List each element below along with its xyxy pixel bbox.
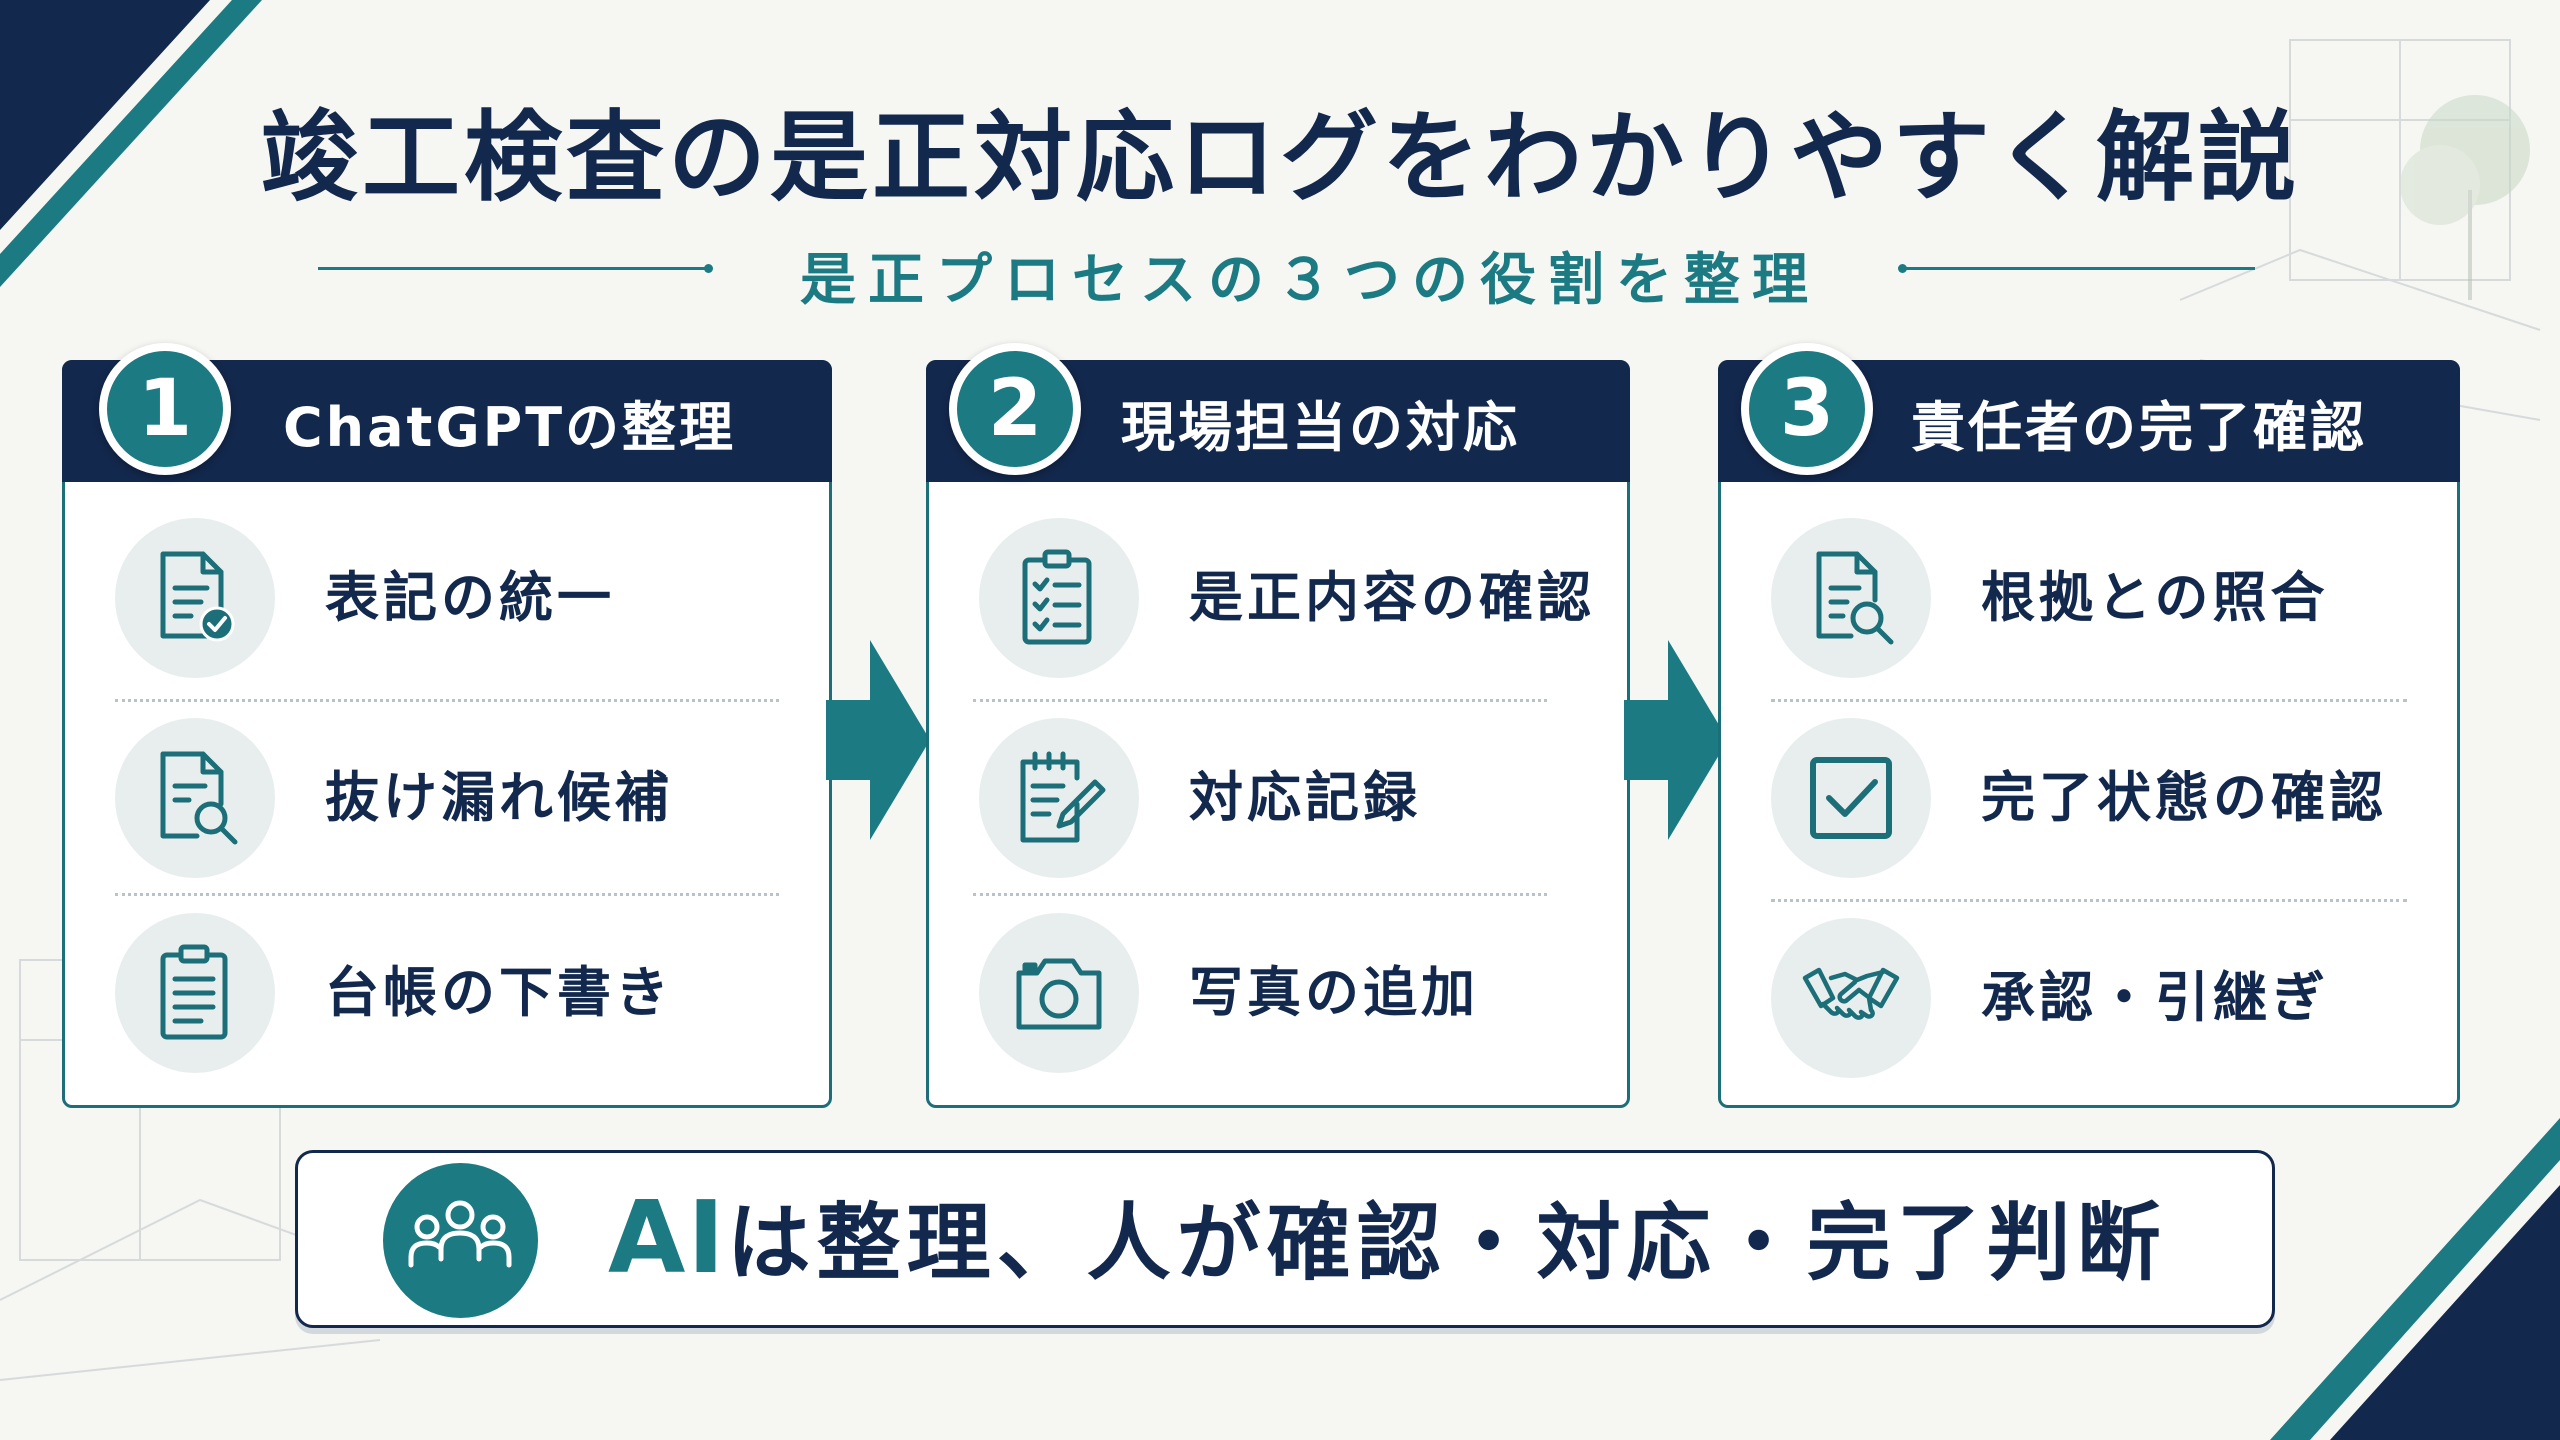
- subtitle-dot-right: [1898, 264, 1907, 273]
- step-2-item-3-label: 写真の追加: [1189, 961, 1479, 1024]
- summary-ai-label: AI: [608, 1179, 727, 1296]
- subtitle-row: 是正プロセスの３つの役割を整理: [0, 235, 2560, 313]
- clipboard-list-icon: [115, 913, 275, 1073]
- divider: [1771, 699, 2407, 702]
- summary-banner: AIは整理、人が確認・対応・完了判断: [295, 1150, 2275, 1328]
- step-title-2: 現場担当の対応: [1121, 396, 1520, 459]
- checkbox-icon: [1771, 718, 1931, 878]
- document-check-icon: [115, 518, 275, 678]
- flow-arrow-1: [826, 640, 930, 840]
- step-3-item-1-label: 根拠との照合: [1981, 566, 2329, 629]
- step-number-badge-1: 1: [99, 343, 231, 475]
- clipboard-checklist-icon: [979, 518, 1139, 678]
- step-number-badge-2: 2: [949, 343, 1081, 475]
- step-3-item-1: 根拠との照合: [1771, 518, 2407, 678]
- step-1-item-3: 台帳の下書き: [115, 913, 779, 1073]
- step-title-1: ChatGPTの整理: [283, 396, 737, 459]
- document-search-icon: [115, 718, 275, 878]
- step-2-item-1: 是正内容の確認: [979, 518, 1591, 678]
- handshake-icon: [1771, 918, 1931, 1078]
- step-card-1: 1 ChatGPTの整理 表記の統一: [62, 343, 832, 1108]
- step-2-item-2-label: 対応記録: [1189, 766, 1421, 829]
- step-1-item-2-label: 抜け漏れ候補: [325, 766, 673, 829]
- divider: [1771, 899, 2407, 902]
- step-1-item-3-label: 台帳の下書き: [325, 961, 673, 1024]
- subtitle-dot-left: [704, 264, 713, 273]
- notepad-pencil-icon: [979, 718, 1139, 878]
- page-title: 竣工検査の是正対応ログをわかりやすく解説: [259, 101, 2300, 215]
- divider: [115, 893, 779, 896]
- step-1-item-1: 表記の統一: [115, 518, 779, 678]
- step-1-item-2: 抜け漏れ候補: [115, 718, 779, 878]
- step-card-3: 3 責任者の完了確認 根拠との照合: [1718, 343, 2460, 1108]
- document-magnifier-icon: [1771, 518, 1931, 678]
- divider: [973, 893, 1547, 896]
- camera-icon: [979, 913, 1139, 1073]
- people-group-icon: [383, 1163, 538, 1318]
- step-3-item-3-label: 承認・引継ぎ: [1981, 966, 2329, 1029]
- step-number-badge-3: 3: [1741, 343, 1873, 475]
- step-title-3: 責任者の完了確認: [1911, 396, 2367, 459]
- step-2-item-3: 写真の追加: [979, 913, 1577, 1073]
- step-card-2: 2 現場担当の対応 是正内容の確認: [926, 343, 1630, 1108]
- summary-text: は整理、人が確認・対応・完了判断: [726, 1194, 2167, 1292]
- subtitle-divider-left: [318, 267, 708, 270]
- step-3-item-2: 完了状態の確認: [1771, 718, 2407, 878]
- step-3-item-3: 承認・引継ぎ: [1771, 918, 2407, 1078]
- step-2-item-2: 対応記録: [979, 718, 1577, 878]
- step-3-item-2-label: 完了状態の確認: [1981, 766, 2387, 829]
- step-1-item-1-label: 表記の統一: [325, 566, 615, 629]
- step-2-item-1-label: 是正内容の確認: [1189, 566, 1595, 629]
- page-subtitle: 是正プロセスの３つの役割を整理: [800, 248, 1820, 313]
- divider: [973, 699, 1547, 702]
- flow-arrow-2: [1624, 640, 1728, 840]
- divider: [115, 699, 779, 702]
- subtitle-divider-right: [1905, 267, 2255, 270]
- summary-message: AIは整理、人が確認・対応・完了判断: [608, 1183, 2167, 1293]
